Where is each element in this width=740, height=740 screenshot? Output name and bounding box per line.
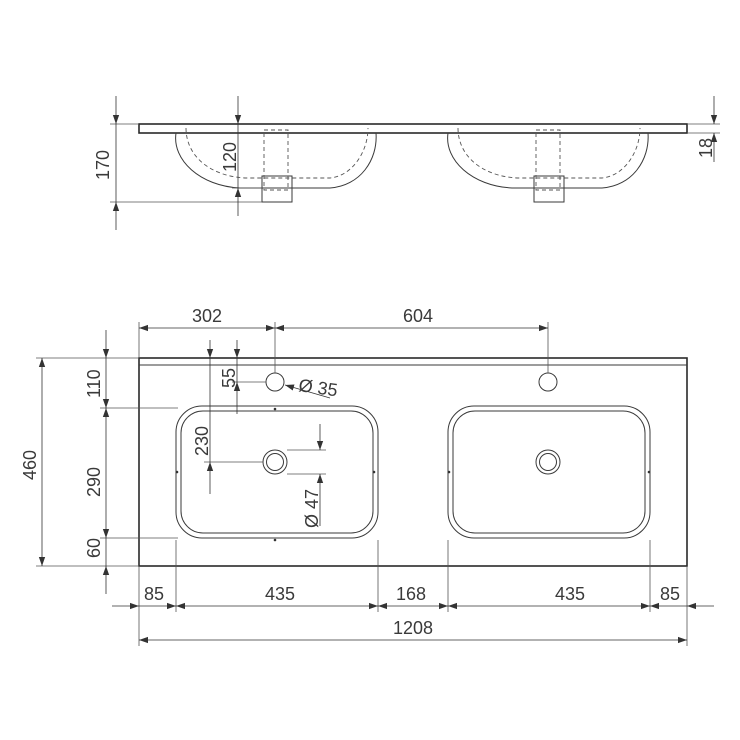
faucet-hole-right bbox=[538, 372, 558, 392]
drain-left-inner bbox=[266, 453, 284, 471]
dim-18: 18 bbox=[696, 138, 716, 158]
dim-120: 120 bbox=[220, 142, 240, 172]
dim-230: 230 bbox=[192, 426, 212, 456]
dim-1208: 1208 bbox=[393, 618, 433, 638]
dim-435-right: 435 bbox=[555, 584, 585, 604]
top-bowl-right-outer bbox=[447, 405, 651, 539]
dim-168: 168 bbox=[396, 584, 426, 604]
dim-diameter-47: Ø 47 bbox=[302, 489, 322, 528]
dim-460: 460 bbox=[20, 450, 40, 480]
dim-170: 170 bbox=[93, 150, 113, 180]
side-view: 170 120 18 bbox=[93, 96, 720, 230]
side-bowl-left bbox=[175, 132, 377, 189]
side-drain-right-trap bbox=[533, 187, 565, 203]
side-bowl-right bbox=[447, 132, 649, 189]
dim-85-left: 85 bbox=[144, 584, 164, 604]
dim-435-left: 435 bbox=[265, 584, 295, 604]
dim-110: 110 bbox=[84, 369, 104, 398]
faucet-hole-left bbox=[265, 372, 285, 392]
top-bowl-left-outer bbox=[175, 405, 379, 539]
side-bowl-right-hidden bbox=[457, 127, 641, 179]
dim-604: 604 bbox=[403, 306, 433, 326]
dim-60: 60 bbox=[84, 538, 104, 558]
dim-diameter-35: Ø 35 bbox=[297, 375, 338, 400]
side-drain-left-trap bbox=[261, 187, 293, 203]
top-view: 302 604 460 110 290 60 55 230 Ø 35 bbox=[20, 306, 714, 646]
top-bowl-right-inner bbox=[452, 410, 646, 534]
side-bowl-left-hidden bbox=[185, 127, 369, 179]
dim-290: 290 bbox=[84, 467, 104, 497]
dim-85-right: 85 bbox=[660, 584, 680, 604]
leader-35 bbox=[284, 384, 331, 399]
side-slab bbox=[138, 123, 688, 134]
drain-right-inner bbox=[539, 453, 557, 471]
side-drain-left bbox=[263, 129, 289, 191]
drain-right-outer bbox=[535, 449, 561, 475]
top-outline bbox=[138, 357, 688, 567]
side-drain-right bbox=[535, 129, 561, 191]
dim-302: 302 bbox=[192, 306, 222, 326]
dim-55: 55 bbox=[219, 368, 239, 388]
